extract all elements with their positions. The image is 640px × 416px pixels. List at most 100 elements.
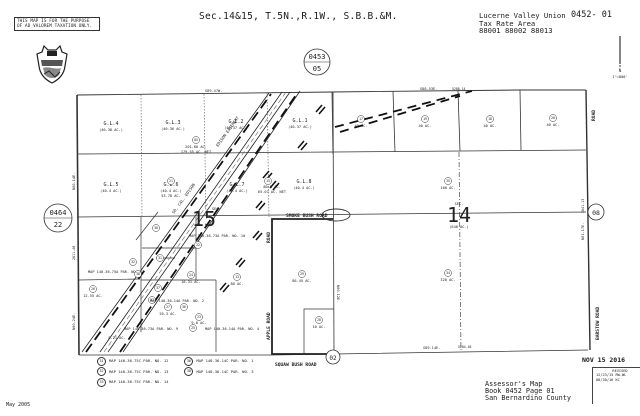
parcel-15-area: 80.8 AC. — [263, 185, 280, 189]
apple-road-label-upper: ROAD — [266, 232, 272, 243]
parcel-05-area: 201.66 AC. — [185, 145, 207, 149]
parcel-20-area: 40 AC. — [547, 123, 560, 127]
book-page-number: 0452- 01 — [571, 10, 612, 20]
parcel-28-area: 10 AC. — [313, 325, 326, 329]
parcel-18-number: 18 — [488, 117, 492, 121]
apple-road-label: APPLE ROAD — [266, 312, 272, 340]
parcel-28-number: 28 — [317, 318, 321, 322]
gov-lot-8-area: (40.4 AC.) — [293, 186, 315, 190]
adjacent-map-book-0464: 0464 — [50, 209, 67, 217]
parcel-29-area: 86.45 AC. — [292, 279, 311, 283]
parcel-05-number: 05 — [194, 138, 198, 142]
bearing-west-lower: N00-24E. — [72, 313, 76, 330]
gov-lot-2-area: (40.37 AC.) — [224, 126, 248, 130]
county-seal-icon — [36, 44, 68, 84]
revised-entry-1: 12/23/15 RW-WL — [596, 373, 627, 378]
tax-rate-area-district: Lucerne Valley Union — [479, 11, 566, 20]
adjacent-map-page-02: 02 — [329, 355, 337, 362]
gov-lot-5: G.L.5 — [103, 182, 118, 188]
assessor-info: Assessor's Map Book 0452 Page 01 San Ber… — [485, 380, 571, 403]
section-14-label: SEC. — [455, 202, 464, 206]
parcel-38-number: 38 — [136, 272, 140, 276]
tax-rate-area-label: Tax Rate Area — [479, 18, 536, 28]
county-label: San Bernardino County — [485, 394, 571, 403]
parcel-19-number: 19 — [423, 117, 427, 121]
parcel-31-number: 31 — [158, 256, 162, 260]
gov-lot-1-area: (40.37 AC.) — [288, 125, 312, 129]
map-ref-73a-10: MAP 140-36-73A PAR. NO. 10 — [189, 234, 245, 238]
squaw-bush-road-label: SQUAW BUSH ROAD — [275, 362, 317, 368]
book-page-label: Book 0452 Page 01 — [485, 387, 555, 396]
barstow-road-label: BARSTOW ROAD — [595, 307, 601, 340]
assessor-map-label: Assessor's Map — [485, 380, 543, 388]
barstow-road-label-upper: ROAD — [591, 110, 597, 121]
parcel-15-number: 15 — [266, 179, 270, 183]
gov-lot-7-area: (40.4 AC.) — [226, 189, 248, 193]
gov-lot-4-area: (40.38 AC.) — [99, 128, 123, 132]
parcel-17-area: 40 AC. — [355, 124, 368, 128]
svg-text:N: N — [619, 68, 622, 73]
parcel-23-number: 23 — [197, 315, 201, 319]
parcel-37-number: 37 — [156, 286, 160, 290]
bearing-east-distance: 2641.13 — [581, 199, 585, 213]
parcel-26-area: 12.55 AC. — [83, 294, 102, 298]
revised-box: REVISED 12/23/15 RW-WL 08/30/16 KC — [592, 367, 640, 404]
bearing-north-west: S89-47W. — [205, 89, 222, 93]
parcel-15-net: 65.07 AC. NET — [258, 190, 287, 194]
gov-lot-6: G.L.6 — [163, 182, 178, 188]
parcel-35-area: 160 AC. — [440, 186, 455, 190]
adjacent-map-page-08: 08 — [592, 209, 600, 217]
bearing-east: N01-17E. — [581, 223, 585, 240]
bearing-south-distance: 5284.46 — [458, 345, 472, 349]
parcel-30-number: 30 — [154, 226, 158, 230]
adjacent-map-book-0453: 0453 — [309, 53, 326, 61]
north-arrow-icon: N 1"=800' — [612, 36, 628, 79]
section-15-label: SEC. — [212, 207, 221, 211]
revised-label: REVISED — [612, 369, 628, 373]
section-14-area: (640 AC.) — [449, 225, 468, 229]
parcel-35-number: 35 — [446, 179, 450, 183]
revised-entry-2: 08/30/16 KC — [596, 377, 620, 382]
map-title: Sec.14&15, T.5N.,R.1W., S.B.B.&M. — [199, 11, 398, 22]
parcel-25-area: 8.21 AC. — [108, 336, 125, 340]
parcel-33-number: 33 — [150, 298, 154, 302]
map-ref-14a-4: MAP 140-36-14A PAR. NO. 4 — [205, 327, 259, 331]
map-ref-14a-2: MAP 140-36-14A PAR. NO. 2 — [150, 299, 204, 303]
parcel-26-number: 26 — [91, 287, 95, 291]
smoke-bush-road-label: SMOKE BUSH ROAD — [286, 213, 328, 219]
bearing-west: N00-14E. — [72, 173, 76, 190]
parcel-29-number: 29 — [300, 272, 304, 276]
adjacent-map-page-22: 22 — [54, 221, 62, 229]
gov-lot-3: G.L.3 — [165, 120, 180, 126]
gov-lot-2: G.L.2 — [228, 119, 243, 125]
gov-lot-4: G.L.4 — [103, 121, 118, 127]
tax-rate-area-codes: 88001 88002 88013 — [479, 26, 553, 35]
parcel-17-number: 17 — [359, 117, 363, 121]
parcel-20-number: 20 — [551, 116, 555, 120]
parcel-23-area: 9.8 AC. — [191, 321, 206, 325]
parcel-27-number: 27 — [166, 305, 170, 309]
bearing-north-east-distance: 5288.14 — [452, 87, 466, 91]
gov-lot-6-area: (40.4 AC.) — [160, 189, 182, 193]
gov-lot-8: G.L.8 — [296, 179, 311, 185]
gov-lot-1: G.L.1 — [292, 118, 307, 124]
parcel-05-net: 179.55 AC. NET — [181, 150, 212, 154]
parcel-22-number: 22 — [196, 243, 200, 247]
parcel-24-number: 24 — [189, 273, 193, 277]
bearing-west-distance: 2611.48 — [72, 246, 76, 260]
parcel-32-number: 32 — [131, 260, 135, 264]
disclaimer-box: THIS MAP IS FOR THE PURPOSE OF AD VALORE… — [14, 17, 100, 31]
map-ref-75a-11: MAP 140-36-75A PAR. NO. 11 — [88, 270, 144, 274]
parcel-34-number: 34 — [446, 271, 450, 275]
map-date: May 2005 — [6, 402, 31, 408]
bearing-interior: N00-12E. — [336, 285, 340, 302]
parcel-19-area: 40 AC. — [419, 124, 432, 128]
section-15-number: 15 — [192, 207, 216, 231]
gov-lot-6-net: 53.78 AC. — [161, 194, 180, 198]
